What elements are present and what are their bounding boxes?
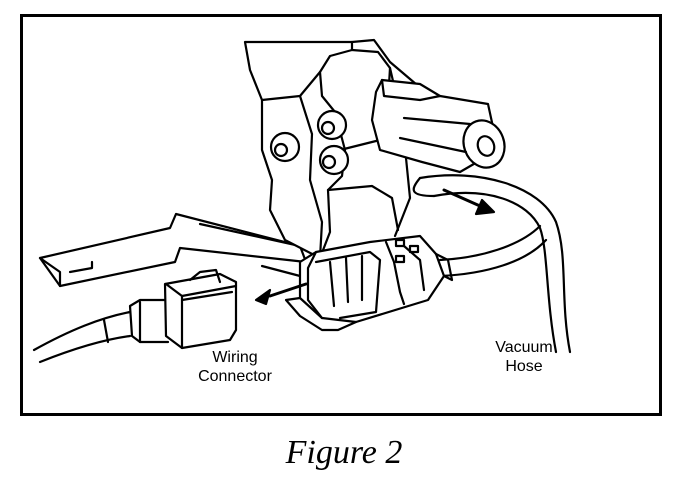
vacuum-actuator (370, 78, 506, 174)
lower-bracket (38, 212, 312, 288)
arrow-right-icon (442, 188, 496, 216)
connector-half-mounted (284, 234, 454, 332)
wiring-connector-label: Wiring Connector (198, 349, 272, 385)
bolt-icon (269, 131, 301, 163)
bolt-icon (318, 144, 350, 176)
arrow-left-icon (254, 282, 308, 306)
vacuum-hose-label: Vacuum Hose (495, 339, 553, 375)
bolt-icon (316, 109, 348, 141)
wiring-connector (128, 268, 238, 350)
vacuum-hose (412, 174, 572, 354)
wiring-harness (32, 310, 132, 364)
figure-caption: Figure 2 (285, 434, 403, 471)
